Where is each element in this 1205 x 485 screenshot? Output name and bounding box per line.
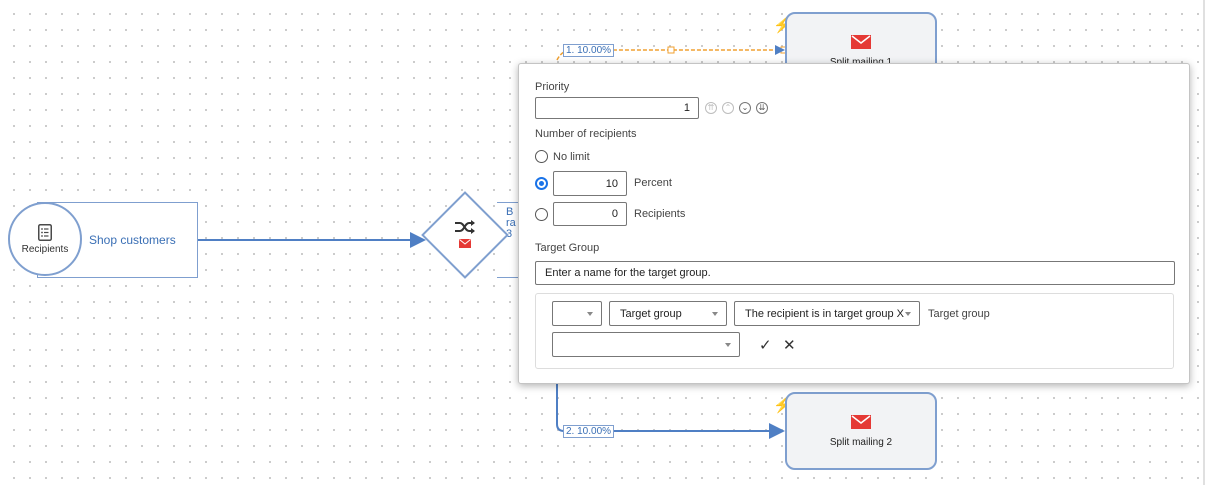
- recipients-count-value: 0: [611, 208, 618, 220]
- number-of-recipients-label: Number of recipients: [535, 128, 637, 140]
- priority-input[interactable]: 1: [535, 97, 699, 119]
- split-node-text-line: ra: [506, 217, 516, 229]
- recipients-node[interactable]: Recipients: [8, 202, 82, 276]
- recipients-count-input[interactable]: 0: [553, 202, 627, 226]
- priority-label: Priority: [535, 81, 570, 93]
- chevron-down-icon: [725, 342, 731, 347]
- chevron-down-icon: [712, 311, 718, 316]
- percent-unit-label: Percent: [634, 177, 672, 189]
- target-group-label: Target Group: [535, 242, 600, 254]
- recipients-radio[interactable]: [535, 208, 548, 221]
- condition-suffix-label: Target group: [928, 308, 990, 320]
- document-list-icon: [38, 223, 52, 241]
- target-group-select[interactable]: [552, 332, 740, 357]
- field-select[interactable]: Target group: [609, 301, 727, 326]
- edge-arrow: [775, 45, 785, 55]
- priority-value: 1: [683, 102, 690, 114]
- split-node-text-line: B: [506, 206, 514, 218]
- split-mailing-2-label: Split mailing 2: [829, 436, 893, 448]
- edge-handle: [667, 46, 675, 54]
- split-mailing-1-label: Split mailing 1: [829, 56, 893, 68]
- chevron-down-icon: [905, 311, 911, 316]
- recipients-node-label: Recipients: [21, 243, 69, 255]
- condition-select[interactable]: The recipient is in target group X: [734, 301, 920, 326]
- check-icon[interactable]: ✓: [759, 337, 772, 354]
- operator-select[interactable]: [552, 301, 602, 326]
- edge-label-1[interactable]: 1. 10.00%: [563, 44, 615, 57]
- target-group-name-input[interactable]: Enter a name for the target group.: [535, 261, 1175, 285]
- envelope-icon: [851, 414, 871, 429]
- chevron-down-icon: [587, 311, 593, 316]
- percent-radio[interactable]: [535, 177, 548, 190]
- split-mailing-2-node[interactable]: Split mailing 2: [785, 392, 937, 470]
- split-node-icons: [448, 220, 482, 260]
- filter-panel: Target group The recipient is in target …: [535, 293, 1174, 369]
- close-icon[interactable]: ✕: [783, 337, 796, 354]
- percent-input[interactable]: 10: [553, 171, 627, 196]
- no-limit-label: No limit: [553, 151, 590, 163]
- split-node-text-line: 3: [506, 228, 513, 240]
- field-value: Target group: [620, 307, 682, 320]
- shuffle-icon: [455, 220, 475, 234]
- recipients-node-name: Shop customers: [89, 233, 176, 247]
- condition-value: The recipient is in target group X: [745, 307, 904, 320]
- recipients-unit-label: Recipients: [634, 208, 686, 220]
- canvas-scrollbar[interactable]: [1203, 0, 1205, 485]
- envelope-icon: [459, 239, 471, 248]
- edge-label-2[interactable]: 2. 10.00%: [563, 425, 615, 438]
- split-settings-dialog: Priority 1 ⇈ ⌃ ⌄ ⇊ Number of recipients …: [518, 63, 1190, 384]
- no-limit-radio[interactable]: [535, 150, 548, 163]
- envelope-icon: [851, 34, 871, 49]
- priority-up-icon[interactable]: ⌃: [722, 102, 734, 114]
- priority-bottom-icon[interactable]: ⇊: [756, 102, 768, 114]
- edge-split-to-mailing-2: [556, 384, 785, 439]
- priority-top-icon[interactable]: ⇈: [705, 102, 717, 114]
- priority-down-icon[interactable]: ⌄: [739, 102, 751, 114]
- percent-value: 10: [605, 177, 618, 190]
- target-group-placeholder: Enter a name for the target group.: [545, 267, 711, 279]
